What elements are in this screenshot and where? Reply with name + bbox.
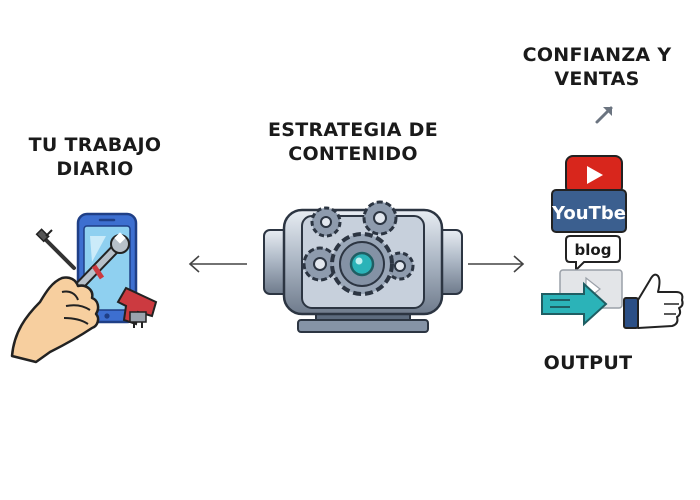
youtube-logo-icon: YouTbe (551, 189, 627, 233)
content-strategy-machine-icon (263, 200, 463, 333)
megaphone-arrow-icon (541, 281, 608, 327)
hand-icon (10, 276, 100, 364)
connector-part-icon (116, 286, 158, 328)
label-estrategia-de-contenido: ESTRATEGIA DE CONTENIDO (253, 118, 453, 166)
arrow-right-icon (468, 255, 525, 273)
youtube-wordmark: YouTbe (551, 203, 626, 224)
blog-bubble-icon: blog (565, 235, 621, 273)
youtube-play-icon (565, 155, 623, 195)
label-confianza-y-ventas: CONFIANZA Y VENTAS (508, 43, 686, 91)
arrow-left-icon (188, 255, 247, 273)
gear-icon (310, 206, 342, 238)
label-tu-trabajo-diario: TU TRABAJO DIARIO (0, 133, 190, 181)
main-gear-icon (330, 232, 394, 296)
thumbs-up-icon (623, 273, 684, 329)
gear-icon (302, 246, 338, 282)
phone-repair-icon (10, 212, 158, 364)
label-output: OUTPUT (533, 351, 643, 375)
blog-label: blog (575, 241, 612, 259)
label-center-line1: ESTRATEGIA DE (267, 119, 439, 141)
label-output-text: OUTPUT (543, 352, 633, 374)
arrow-up-right-icon (595, 106, 613, 124)
label-center-line2: CONTENIDO (288, 143, 418, 165)
label-left-line1: TU TRABAJO (28, 134, 162, 156)
label-left-line2: DIARIO (56, 158, 134, 180)
output-media-icon: YouTbe blog (541, 155, 684, 329)
cable-probe-icon (35, 228, 76, 270)
label-top-right-line2: VENTAS (554, 68, 640, 90)
label-top-right-line1: CONFIANZA Y (522, 44, 672, 66)
gear-icon (362, 200, 398, 236)
